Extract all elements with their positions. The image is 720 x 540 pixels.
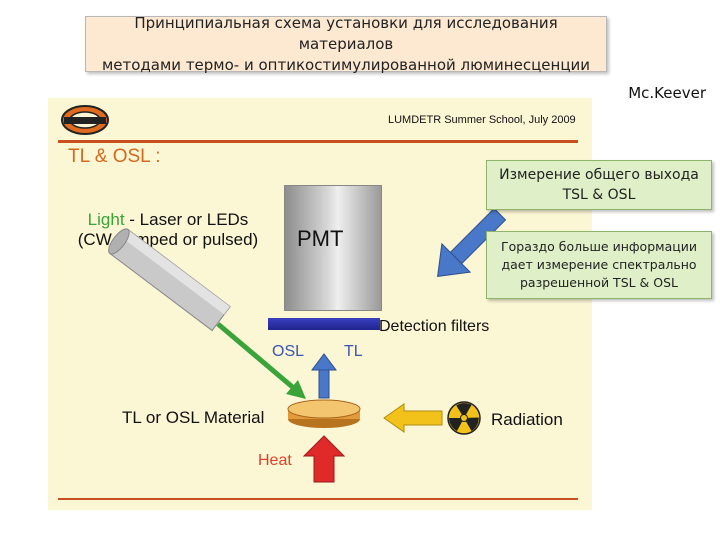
radiation-label: Radiation bbox=[491, 410, 563, 429]
pmt-tube: PMT bbox=[284, 185, 382, 311]
title-box: Принципиальная схема установки для иссле… bbox=[85, 13, 607, 74]
heat-label: Heat bbox=[258, 452, 292, 469]
note2-line-3: разрешенной TSL & OSL bbox=[519, 275, 679, 290]
radiation-arrow-icon bbox=[383, 403, 443, 433]
note1-line-2: TSL & OSL bbox=[562, 187, 636, 203]
note1-line-1: Измерение общего выхода bbox=[499, 167, 699, 183]
light-word: Light bbox=[87, 210, 125, 229]
tl-label: TL bbox=[344, 343, 363, 360]
annotation-arrow-icon bbox=[437, 207, 507, 277]
osu-logo-icon bbox=[61, 105, 109, 135]
light-rest: - Laser or LEDs bbox=[124, 210, 249, 229]
material-label: TL or OSL Material bbox=[122, 408, 265, 427]
pmt-label: PMT bbox=[297, 226, 344, 251]
osl-label: OSL bbox=[272, 343, 305, 360]
title-line-2: методами термо- и оптикостимулированной … bbox=[101, 55, 591, 74]
green-arrow-icon bbox=[216, 322, 298, 392]
school-label: LUMDETR Summer School, July 2009 bbox=[388, 114, 576, 126]
note-total-output: Измерение общего выхода TSL & OSL bbox=[486, 160, 712, 210]
detection-filter bbox=[268, 318, 380, 330]
emission-arrow-icon bbox=[318, 367, 330, 399]
title-line-1: Принципиальная схема установки для иссле… bbox=[134, 13, 558, 53]
author-label: Mc.Keever bbox=[628, 84, 706, 102]
diagram-graphics bbox=[108, 207, 507, 483]
section-heading: TL & OSL : bbox=[68, 146, 161, 167]
top-divider bbox=[58, 140, 578, 143]
note2-line-2: дает измерение спектрально bbox=[501, 257, 697, 272]
bottom-divider bbox=[58, 498, 578, 500]
note-spectral: Гораздо больше информации дает измерение… bbox=[486, 231, 712, 299]
note2-line-1: Гораздо больше информации bbox=[500, 239, 697, 254]
heat-arrow-icon bbox=[302, 435, 346, 483]
light-source-icon bbox=[108, 228, 231, 332]
radiation-icon bbox=[447, 401, 481, 435]
detection-filters-label: Detection filters bbox=[379, 318, 490, 335]
